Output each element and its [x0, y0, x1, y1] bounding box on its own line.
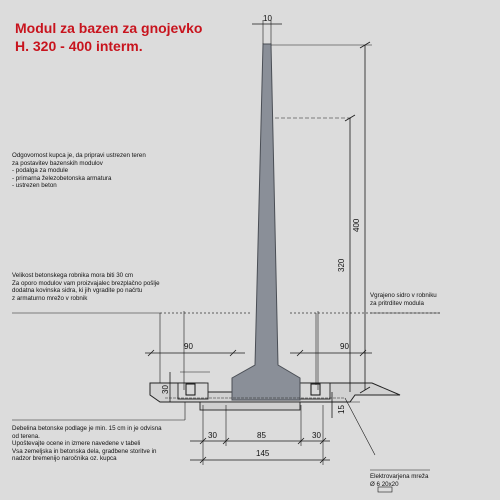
note-mesh: Elektrovarjena mreža Ø 6 20x20: [370, 473, 428, 488]
note-line: dodatna kovinska sidra, ki jih vgradite …: [12, 287, 143, 295]
note-line: - ustrezen beton: [12, 182, 57, 190]
note-line: nadzor bremenijo naročnika oz. kupca: [12, 455, 117, 463]
title-line-1: Modul za bazen za gnojevko: [15, 20, 203, 36]
dim-bottom-mid: 85: [257, 431, 266, 440]
wall-module: [231, 43, 301, 401]
anchor-right: [310, 383, 321, 396]
dim-height-partial: 320: [337, 258, 346, 272]
note-line: Velikost betonskega robnika mora biti 30…: [12, 272, 134, 279]
right-span-tick-a: [296, 349, 304, 357]
partial-dim-tick-top: [344, 114, 356, 122]
bottom-total-tick-b: [319, 456, 327, 464]
title-line-2: H. 320 - 400 interm.: [15, 38, 143, 54]
note-line: za pritrditev modula: [370, 299, 424, 307]
note-line: za postavitev bazenskih modulov: [12, 159, 103, 167]
note-line: Upoštevajte ocene in izmere navedene v t…: [12, 440, 141, 448]
dim-bottom-right: 30: [312, 431, 321, 440]
dim-bottom-total: 145: [256, 449, 270, 458]
note-line: Elektrovarjena mreža: [370, 473, 429, 480]
dim-left-span: 90: [184, 342, 193, 351]
dim-base-thickness: 15: [337, 405, 346, 414]
right-marker: [377, 486, 393, 493]
dim-height-total: 400: [352, 218, 361, 232]
note-line: - podalga za module: [12, 167, 69, 175]
note-line: z armaturno mrežo v robnik: [12, 294, 88, 302]
dim-right-span: 90: [340, 342, 349, 351]
height-dim-tick-bottom: [359, 386, 371, 394]
note-line: Vsa zemeljska in betonska dela, gradbene…: [12, 447, 157, 455]
dim-edge-left: 30: [161, 385, 170, 394]
note-base: Debelina betonske podlage je min. 15 cm …: [12, 425, 162, 463]
left-span-tick-a: [147, 349, 155, 357]
note-line: Debelina betonske podlage je min. 15 cm …: [12, 425, 162, 432]
note-line: Za oporo modulov vam proizvajalec brezpl…: [12, 279, 160, 287]
note-line: Vgrajeno sidro v robniku: [370, 292, 437, 299]
bottom-total-tick-a: [199, 456, 207, 464]
note-anchor: Vgrajeno sidro v robniku za pritrditev m…: [370, 292, 437, 307]
anchor-left: [185, 383, 196, 396]
edge-beam-right: [299, 382, 331, 400]
leader-mesh: [344, 397, 376, 456]
note-responsibility: Odgovornost kupca je, da pripravi ustrez…: [12, 152, 146, 190]
note-edge: Velikost betonskega robnika mora biti 30…: [12, 272, 160, 302]
note-line: od terena.: [12, 432, 40, 440]
left-span-tick-b: [229, 349, 237, 357]
edge-beam-left: [177, 382, 209, 400]
foundation-pad: [199, 401, 301, 411]
right-span-tick-b: [359, 349, 367, 357]
note-line: Ø 6 20x20: [370, 480, 399, 488]
dim-top-width: 10: [263, 14, 272, 23]
note-line: Odgovornost kupca je, da pripravi ustrez…: [12, 152, 146, 159]
note-line: - primarna železobetonska armatura: [12, 174, 112, 182]
dim-bottom-left: 30: [208, 431, 217, 440]
